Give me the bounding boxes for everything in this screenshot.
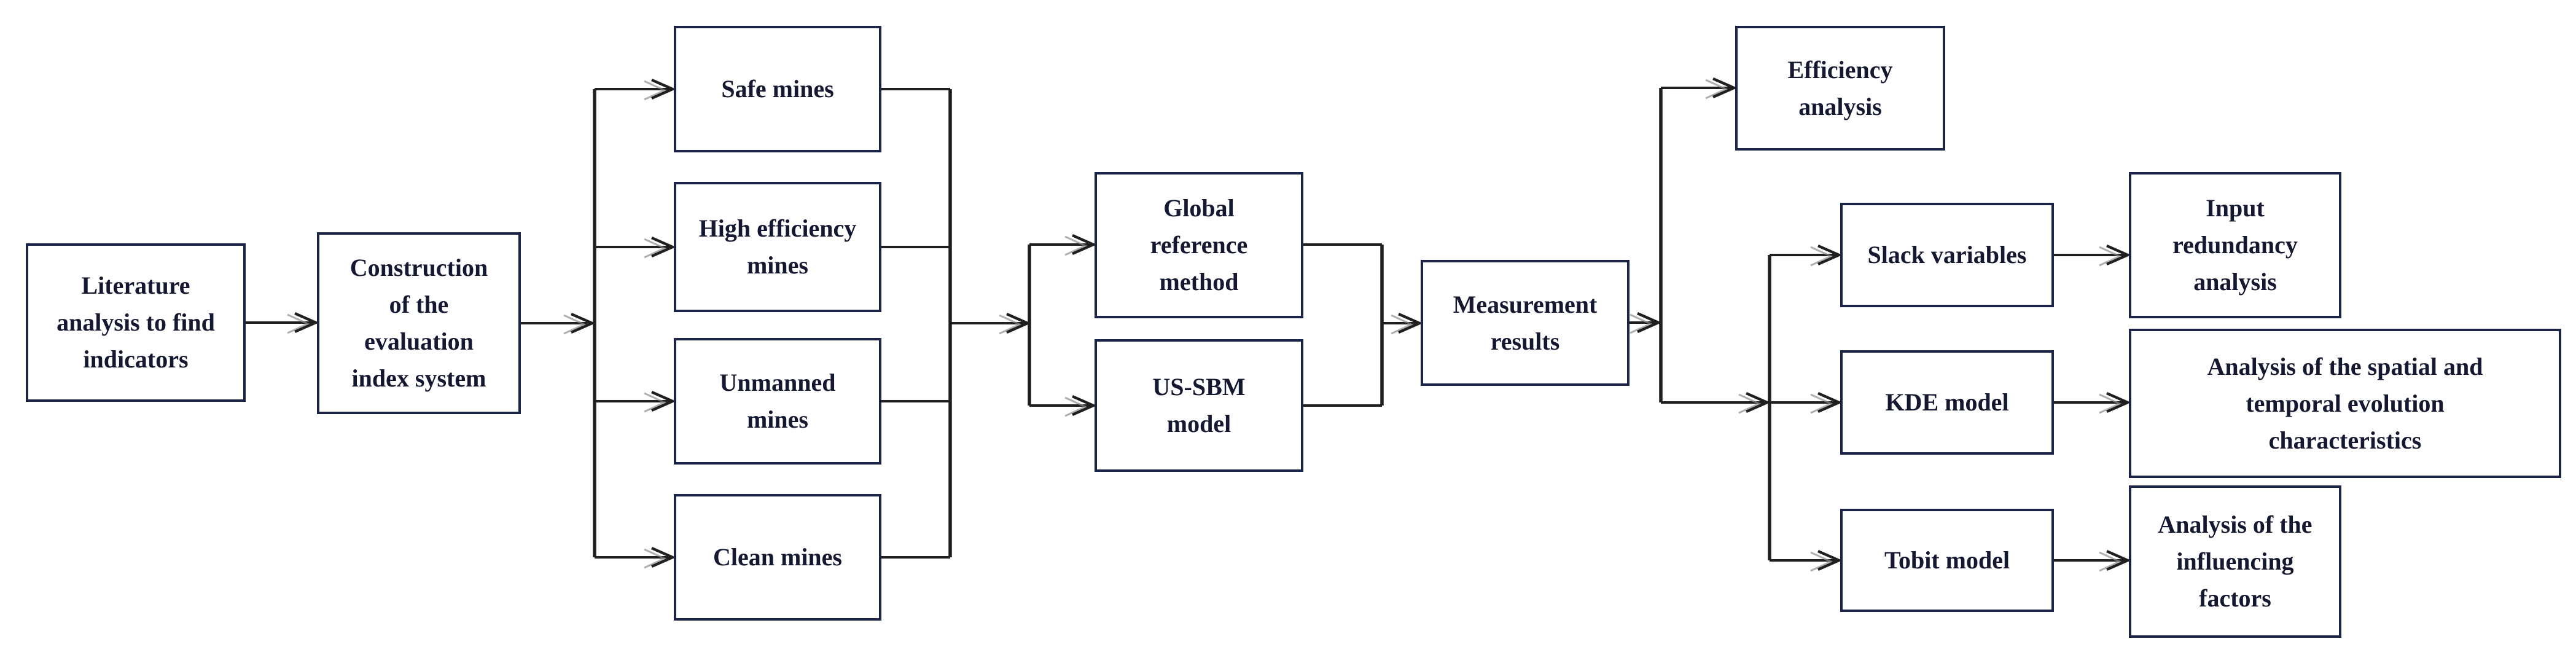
arrowhead-ghost — [1705, 79, 1728, 100]
arrowhead — [1817, 391, 1843, 414]
node-safe-mines: Safe mines — [674, 26, 881, 152]
arrowhead — [651, 390, 676, 412]
arrowhead-ghost — [1064, 235, 1088, 256]
arrowhead — [1072, 233, 1097, 256]
arrowhead-ghost — [2099, 551, 2122, 572]
arrowhead-ghost — [2099, 246, 2122, 267]
node-label: Literature analysis to find indicators — [57, 272, 215, 373]
node-unmanned-mines: Unmanned mines — [674, 338, 881, 465]
node-label: Analysis of the influencing factors — [2158, 511, 2313, 612]
node-label: Input redundancy analysis — [2172, 194, 2298, 296]
arrowhead-ghost — [563, 314, 587, 335]
node-global-reference-method: Global reference method — [1095, 172, 1303, 318]
node-influencing-factors-analysis: Analysis of the influencing factors — [2129, 485, 2341, 638]
node-efficiency-analysis: Efficiency analysis — [1735, 26, 1945, 151]
node-label: Efficiency analysis — [1787, 55, 1893, 120]
arrowhead-ghost — [1810, 393, 1833, 414]
arrowhead — [1637, 312, 1662, 334]
arrowhead — [294, 312, 319, 334]
arrowhead — [1817, 549, 1843, 571]
node-us-sbm-model: US-SBM model — [1095, 339, 1303, 472]
arrowhead — [651, 546, 676, 568]
node-label: Measurement results — [1453, 290, 1598, 355]
node-construction-index-system: Construction of the evaluation index sys… — [317, 232, 521, 414]
node-label: Global reference method — [1150, 194, 1248, 296]
node-high-efficiency-mines: High efficiency mines — [674, 182, 881, 312]
node-label: US-SBM model — [1152, 373, 1246, 437]
node-label: High efficiency mines — [698, 214, 857, 279]
arrowhead-ghost — [999, 314, 1022, 335]
arrowhead — [1712, 77, 1738, 99]
node-slack-variables: Slack variables — [1840, 203, 2054, 307]
arrowhead-ghost — [1810, 551, 1833, 572]
node-kde-model: KDE model — [1840, 350, 2054, 455]
arrowhead — [1817, 244, 1843, 266]
node-label: Tobit model — [1884, 546, 2010, 574]
arrowhead-ghost — [1738, 393, 1762, 414]
node-label: Safe mines — [721, 75, 834, 103]
arrowhead — [2106, 391, 2131, 414]
arrowhead-ghost — [2099, 393, 2122, 414]
arrowhead — [2106, 244, 2131, 266]
node-literature-analysis: Literature analysis to find indicators — [26, 243, 246, 402]
arrowhead — [1072, 394, 1097, 417]
arrowhead-ghost — [644, 80, 667, 101]
arrowhead-ghost — [644, 392, 667, 413]
arrowhead — [571, 312, 596, 334]
node-label: KDE model — [1885, 388, 2009, 416]
arrowhead-ghost — [644, 238, 667, 259]
node-clean-mines: Clean mines — [674, 494, 881, 621]
node-label: Slack variables — [1867, 241, 2027, 269]
node-label: Construction of the evaluation index sys… — [349, 254, 488, 392]
node-label: Clean mines — [713, 543, 842, 571]
arrowhead — [1746, 391, 1771, 414]
arrowhead-ghost — [1064, 396, 1088, 417]
arrowhead-ghost — [1630, 313, 1653, 334]
arrowhead — [651, 78, 676, 100]
node-input-redundancy-analysis: Input redundancy analysis — [2129, 172, 2341, 318]
arrowhead — [2106, 549, 2131, 571]
arrowhead — [651, 236, 676, 258]
arrowhead-ghost — [287, 313, 310, 334]
arrowhead — [1006, 312, 1031, 334]
node-label: Unmanned mines — [719, 369, 836, 433]
arrowhead-ghost — [1391, 314, 1414, 335]
node-label: Analysis of the spatial and temporal evo… — [2207, 352, 2483, 454]
node-tobit-model: Tobit model — [1840, 509, 2054, 612]
node-measurement-results: Measurement results — [1421, 260, 1630, 386]
node-spatial-temporal-analysis: Analysis of the spatial and temporal evo… — [2129, 329, 2561, 478]
arrowhead-ghost — [1810, 246, 1833, 267]
arrowhead-ghost — [644, 548, 667, 569]
arrowhead — [1398, 312, 1423, 334]
